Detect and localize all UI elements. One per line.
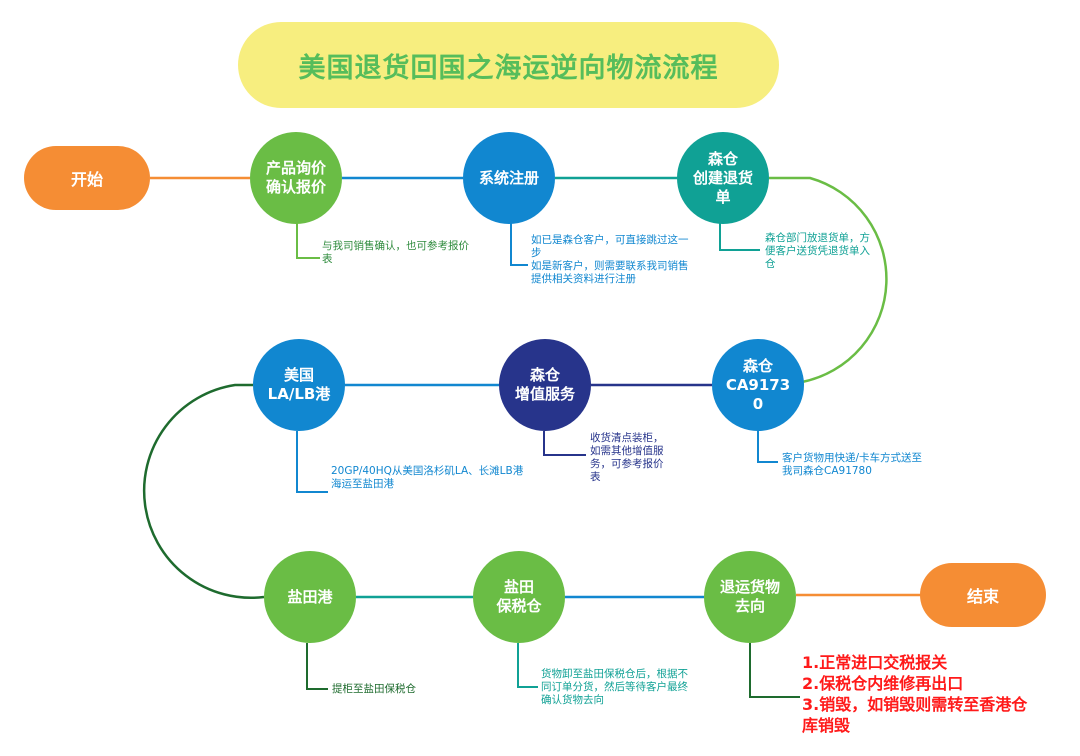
node-warehouse-ca: 森仓 CA9173 0 (712, 339, 804, 431)
note-value-added: 收货清点装柜， 如需其他增值服 务，可参考报价 表 (590, 432, 664, 483)
link-create-warehouse (769, 176, 888, 384)
option-destroy-cont: 库销毁 (802, 716, 851, 735)
leader-yantian (306, 643, 328, 690)
note-bonded-warehouse: 货物卸至盐田保税仓后，根据不 同订单分货，然后等待客户最终 确认货物去向 (541, 668, 688, 706)
start-terminal: 开始 (24, 146, 150, 210)
leader-create (719, 223, 760, 251)
destination-options: 1.正常进口交税报关 2.保税仓内维修再出口 3.销毁，如销毁则需转至香港仓 库… (802, 652, 1072, 736)
note-register: 如已是森仓客户，可直接跳过这一 步 如是新客户，则需要联系我司销售 提供相关资料… (531, 234, 689, 285)
note-warehouse-ca: 客户货物用快递/卡车方式送至 我司森仓CA91780 (782, 452, 923, 477)
note-inquiry: 与我司销售确认，也可参考报价 表 (322, 240, 469, 265)
leader-destination (749, 643, 800, 698)
node-us-port: 美国 LA/LB港 (253, 339, 345, 431)
option-repair-export: 2.保税仓内维修再出口 (802, 674, 964, 693)
option-import: 1.正常进口交税报关 (802, 653, 948, 672)
end-terminal: 结束 (920, 563, 1046, 627)
leader-valueadded (543, 431, 586, 456)
node-yantian-port: 盐田港 (264, 551, 356, 643)
node-bonded-warehouse: 盐田 保税仓 (473, 551, 565, 643)
node-inquiry: 产品询价 确认报价 (250, 132, 342, 224)
leader-usport (296, 431, 328, 493)
leader-register (510, 223, 528, 266)
leader-warehouse (757, 431, 778, 463)
node-create-return: 森仓 创建退货 单 (677, 132, 769, 224)
leader-inquiry (296, 223, 320, 259)
option-destroy: 3.销毁，如销毁则需转至香港仓 (802, 695, 1028, 714)
note-create-return: 森仓部门放退货单，方 便客户送货凭退货单入 仓 (765, 232, 870, 270)
link-usport-yantian (142, 383, 265, 599)
leader-bonded (517, 643, 538, 688)
page-title: 美国退货回国之海运逆向物流流程 (238, 22, 779, 108)
node-register: 系统注册 (463, 132, 555, 224)
node-value-added: 森仓 增值服务 (499, 339, 591, 431)
note-us-port: 20GP/40HQ从美国洛杉矶LA、长滩LB港 海运至盐田港 (331, 465, 524, 490)
node-destination: 退运货物 去向 (704, 551, 796, 643)
note-yantian-port: 提柜至盐田保税仓 (332, 683, 416, 695)
